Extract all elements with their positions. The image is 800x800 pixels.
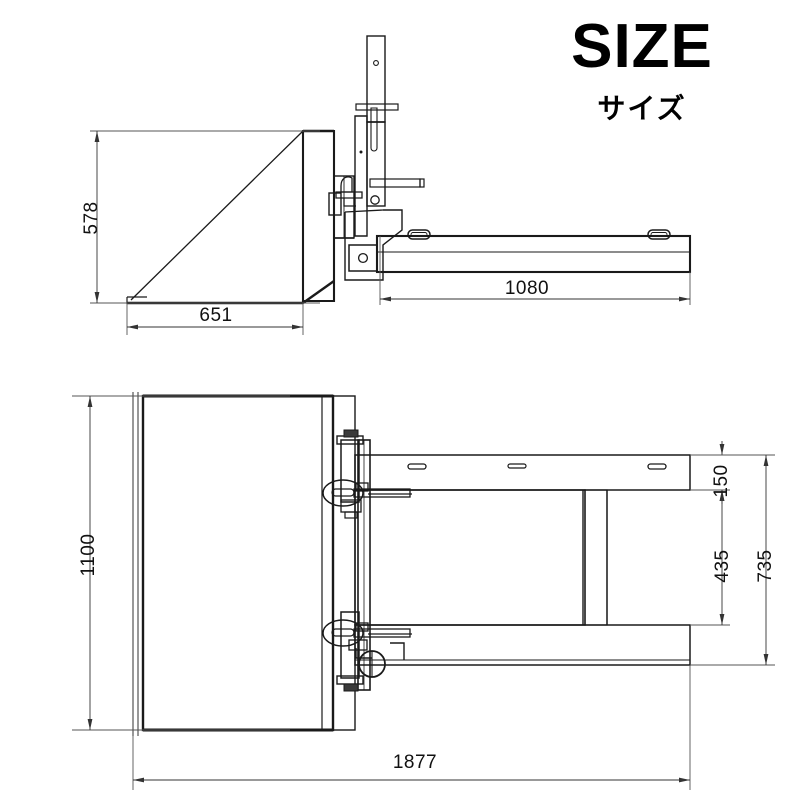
bucket-blade-outline bbox=[126, 129, 336, 305]
mounting-plate bbox=[328, 175, 355, 239]
beam-slot-near bbox=[407, 229, 431, 240]
plan-view-group bbox=[72, 392, 775, 790]
dimension-435 bbox=[690, 489, 730, 626]
gusset-brace bbox=[344, 209, 403, 281]
dimension-150 bbox=[690, 441, 730, 504]
main-beam bbox=[375, 229, 692, 274]
dimension-1080 bbox=[379, 236, 691, 305]
beam-slot-far bbox=[647, 229, 671, 240]
side-view-group bbox=[90, 35, 692, 335]
plan-center-spine bbox=[336, 429, 371, 692]
latch-hook-assembly bbox=[335, 176, 363, 207]
plan-body-panel bbox=[132, 392, 356, 736]
pivot-box bbox=[348, 244, 378, 272]
dimension-578 bbox=[90, 130, 320, 304]
dimension-1100 bbox=[72, 395, 290, 731]
plan-upper-hinge bbox=[322, 479, 412, 519]
dimension-1877 bbox=[132, 665, 691, 790]
vertical-mast bbox=[355, 35, 425, 207]
dimension-651 bbox=[126, 303, 304, 335]
dimension-735 bbox=[690, 454, 775, 666]
plan-fork-arms bbox=[354, 454, 691, 666]
inner-upright-frame bbox=[354, 115, 368, 237]
plan-arm-slot bbox=[507, 463, 527, 469]
plan-lower-hinge bbox=[322, 619, 412, 678]
